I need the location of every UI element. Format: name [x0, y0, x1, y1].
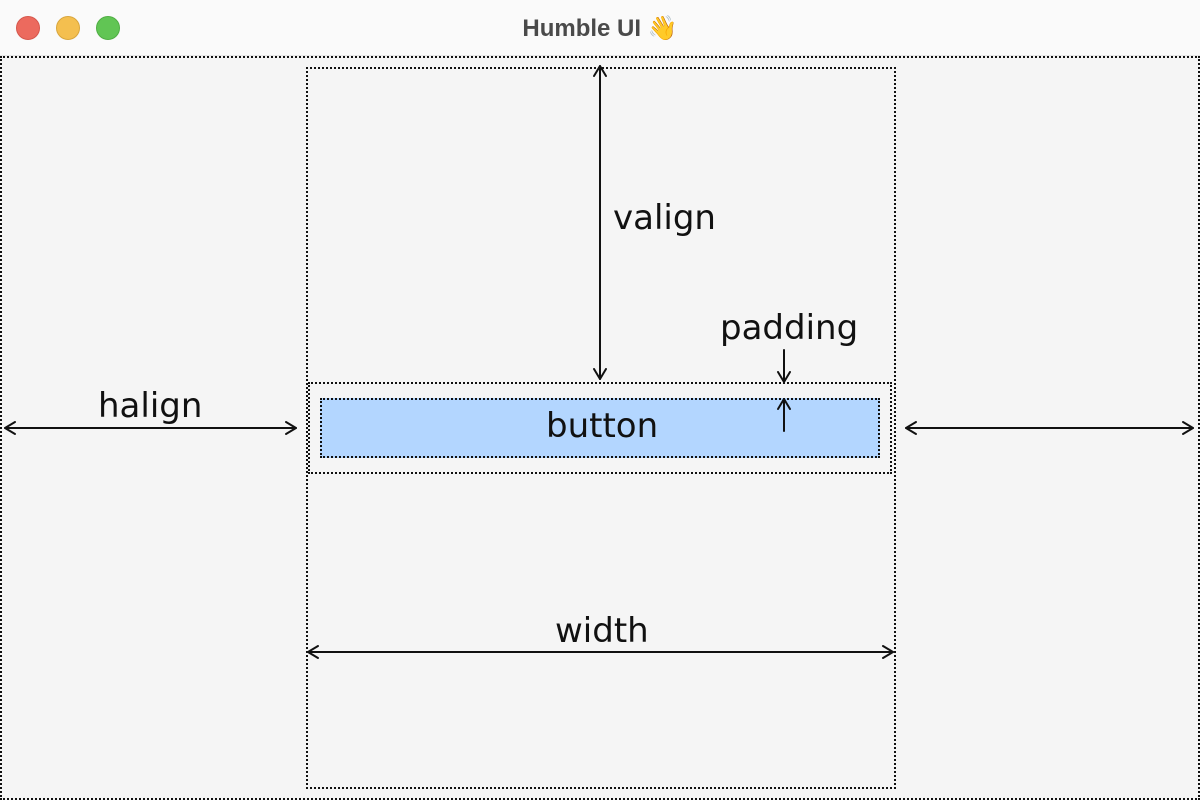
title-bar[interactable]: Humble UI 👋 [0, 0, 1200, 56]
window-title-text: Humble UI [522, 15, 642, 42]
close-window-button[interactable] [16, 16, 40, 40]
halign-label: halign [98, 386, 203, 426]
waving-hand-icon: 👋 [647, 14, 678, 42]
minimize-window-button[interactable] [56, 16, 80, 40]
layout-diagram: button valign halign padding width [0, 56, 1200, 800]
halign-left-arrow [4, 421, 297, 435]
padding-down-arrow [777, 349, 791, 383]
width-label: width [555, 611, 649, 651]
dimension-arrows [4, 65, 1194, 659]
button-box[interactable] [320, 398, 880, 458]
valign-label: valign [613, 198, 716, 238]
padding-frame [308, 382, 892, 474]
padding-up-arrow [777, 398, 791, 432]
button-label: button [546, 406, 659, 446]
zoom-window-button[interactable] [96, 16, 120, 40]
padding-label: padding [720, 308, 859, 348]
valign-arrow [593, 65, 607, 380]
outer-frame [0, 56, 1200, 800]
window-title: Humble UI 👋 [0, 0, 1200, 56]
width-arrow [307, 645, 894, 659]
halign-right-arrow [905, 421, 1194, 435]
